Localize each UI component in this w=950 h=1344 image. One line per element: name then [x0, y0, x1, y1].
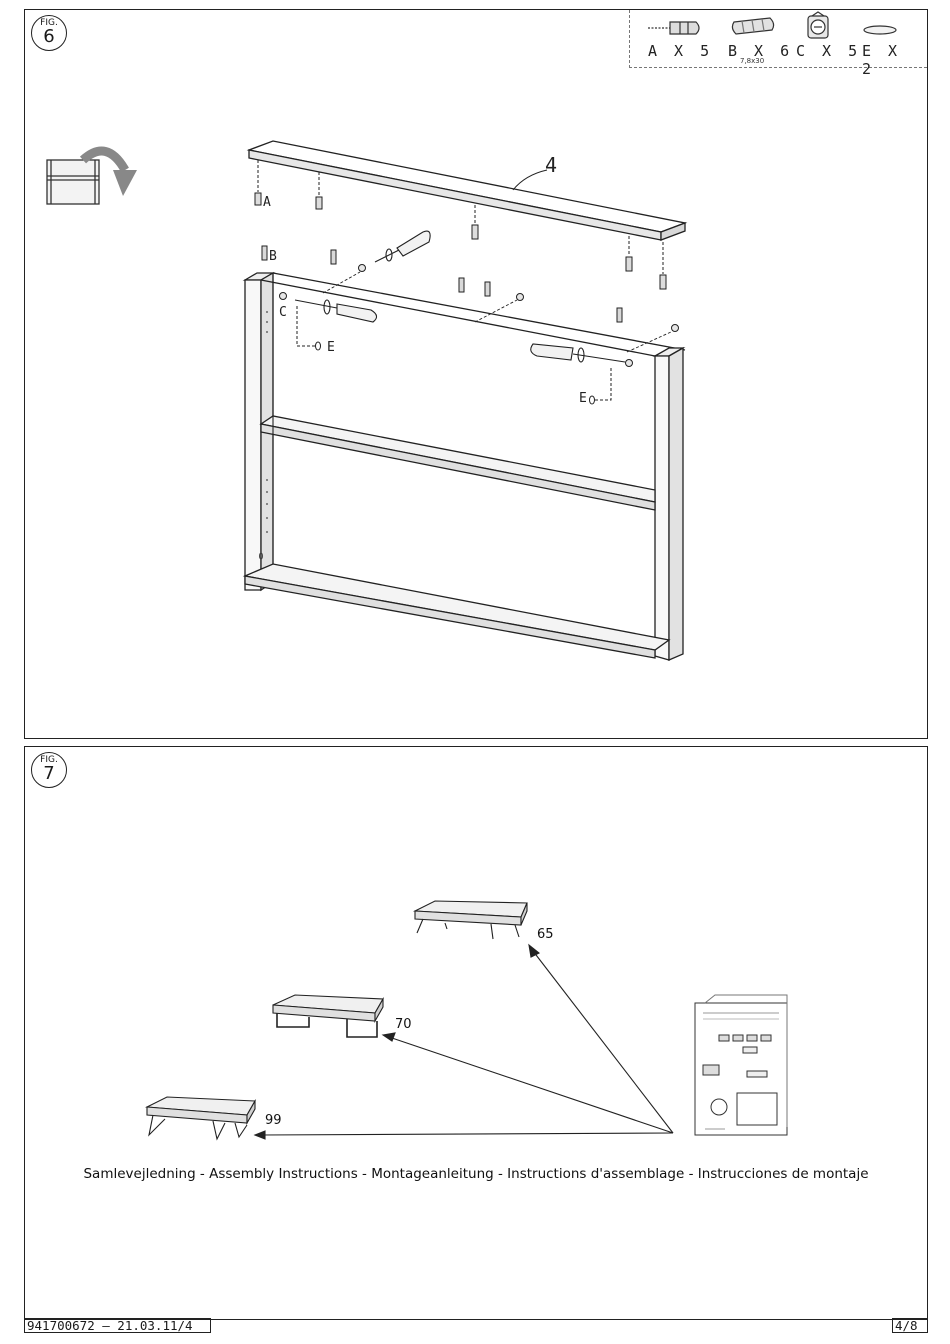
- cover-cap-leaders: [296, 306, 612, 401]
- figure-6-badge: FIG. 6: [31, 15, 67, 51]
- document-code: 941700672 – 21.03.11/4: [24, 1318, 211, 1333]
- part-e-quantity: E X 2: [862, 42, 902, 78]
- variant-99-label: 99: [265, 1113, 282, 1128]
- cover-cap-icon: [863, 25, 897, 35]
- label-e-left: E: [327, 340, 335, 355]
- screwdriver-icon: [530, 343, 626, 363]
- figure-6-panel: FIG. 6: [24, 9, 928, 739]
- rotate-arrow-icon: [79, 146, 137, 196]
- product-variants-drawing: [144, 900, 788, 1141]
- dowels-b: [261, 245, 623, 323]
- part-b-size: 7,8x30: [740, 57, 765, 65]
- callout-leader: [512, 169, 548, 191]
- part-4-callout: 4: [545, 153, 557, 177]
- figure-label: FIG.: [40, 755, 58, 765]
- coffee-table-angled-legs-icon: [412, 900, 528, 940]
- figure-number: 7: [43, 763, 55, 784]
- instructions-caption: Samlevejledning - Assembly Instructions …: [83, 1166, 869, 1182]
- top-board-part-4: [246, 140, 688, 241]
- cam-locks-c: [279, 264, 679, 367]
- cam-bolt-icon: [648, 21, 700, 35]
- label-b: B: [269, 249, 277, 264]
- wooden-dowel-icon: [731, 17, 775, 35]
- cover-cap-e-right: [589, 395, 595, 405]
- figure-7-panel: FIG. 7: [24, 746, 928, 1320]
- screwdriver-icon: [374, 230, 431, 263]
- part-a-quantity: A X 5: [648, 42, 714, 60]
- parts-list: A X 5 B X 6 7,8x30 C X 5 E X 2: [629, 10, 927, 78]
- variant-65-label: 65: [537, 927, 554, 942]
- coffee-table-hairpin-legs-icon: [144, 1096, 256, 1141]
- page-number: 4/8: [892, 1318, 928, 1333]
- middle-shelf: [259, 415, 656, 511]
- part-b-quantity: B X 6: [728, 42, 794, 60]
- screwdriver-icon: [294, 299, 378, 323]
- figure-label: FIG.: [40, 18, 58, 28]
- cam-bolts-under-top: [254, 160, 667, 290]
- rotate-frame-icon: [46, 159, 100, 205]
- frame-top-rail: [260, 272, 686, 357]
- alignment-leaders: [322, 271, 672, 353]
- variant-arrows: [253, 943, 674, 1140]
- parts-icons: [648, 11, 897, 39]
- figure-number: 6: [43, 26, 55, 47]
- figure-7-badge: FIG. 7: [31, 752, 67, 788]
- shelf-assembly-drawing: 4 A: [46, 140, 688, 661]
- label-e-right: E: [579, 391, 587, 406]
- bottom-board: [242, 563, 671, 659]
- label-c: C: [279, 305, 287, 320]
- right-side-panel: [652, 346, 686, 661]
- variant-70-label: 70: [395, 1017, 412, 1032]
- part-c-quantity: C X 5: [796, 42, 862, 60]
- coffee-table-sled-legs-icon: [272, 994, 384, 1038]
- label-a: A: [263, 195, 271, 210]
- instruction-booklet-icon: [694, 994, 788, 1136]
- shelf-pin-holes: [259, 311, 268, 560]
- cover-cap-e-left: [315, 341, 321, 351]
- cam-lock-icon: [807, 11, 829, 39]
